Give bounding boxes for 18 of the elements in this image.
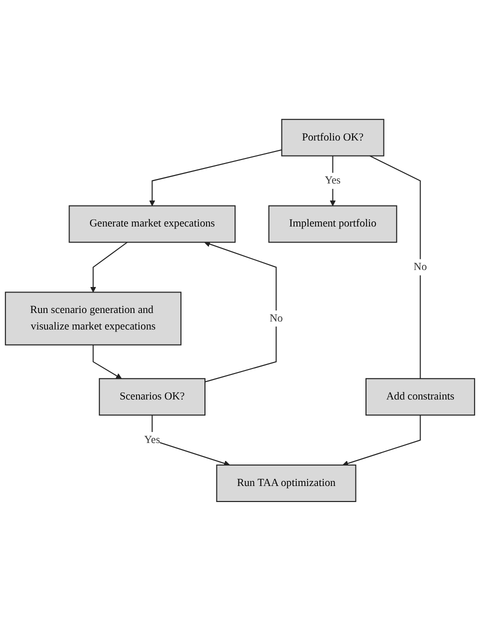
node-box: Implement portfolio [268,204,398,242]
edge-label: Yes [144,434,160,446]
arrow [149,148,282,206]
arrow [204,240,277,382]
edge-label: Yes [324,174,341,186]
node-box: Scenarios OK? [98,378,206,416]
node-box: Generate market expecations [68,204,236,242]
node-box: Run scenario generation and visualize market expecations [4,291,182,345]
connector [369,154,421,378]
arrow [90,241,128,292]
edge-label: No [414,260,427,272]
node-box: Add constraints [365,378,476,416]
arrow [92,344,122,378]
edge-label: No [270,312,283,324]
arrow [152,414,230,466]
node-box: Run TAA optimization [216,464,356,502]
arrow [342,414,421,466]
node-box: Portfolio OK? [281,118,384,156]
